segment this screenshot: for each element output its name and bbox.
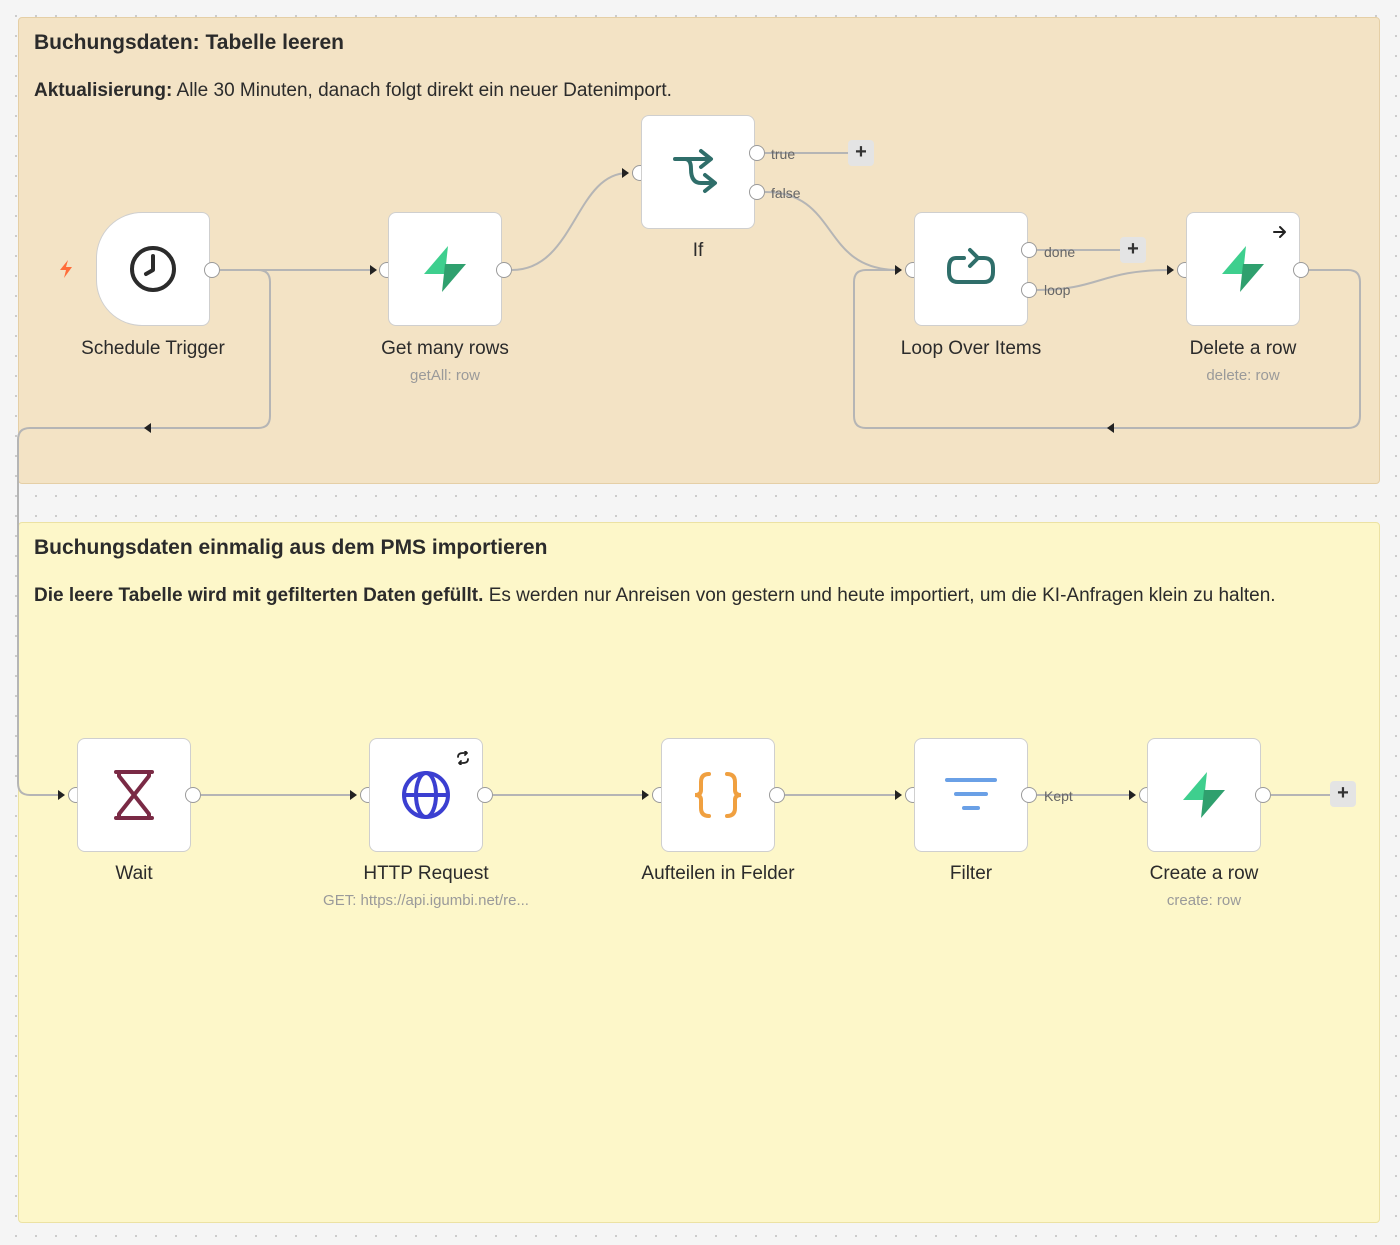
sticky-desc-text: Alle 30 Minuten, danach folgt direkt ein… <box>172 80 672 101</box>
node-wait[interactable] <box>77 738 191 852</box>
input-arrow <box>895 265 902 275</box>
node-label: If <box>692 240 704 261</box>
add-node-button[interactable]: + <box>1330 781 1356 807</box>
output-handle[interactable] <box>1293 262 1309 278</box>
sticky-description: Aktualisierung: Alle 30 Minuten, danach … <box>34 80 672 102</box>
node-delete-row[interactable] <box>1186 212 1300 326</box>
node-loop-over-items[interactable] <box>914 212 1028 326</box>
output-label-done: done <box>1044 244 1076 260</box>
output-handle[interactable] <box>769 787 785 803</box>
output-handle[interactable] <box>204 262 220 278</box>
output-label-false: false <box>771 185 801 201</box>
node-create-row[interactable] <box>1147 738 1261 852</box>
edge-if-false <box>764 191 899 271</box>
braces-icon <box>694 772 742 818</box>
output-handle[interactable] <box>477 787 493 803</box>
output-handle[interactable] <box>185 787 201 803</box>
node-label: HTTP Request <box>363 863 489 884</box>
filter-icon <box>945 778 997 810</box>
edge-direction-arrow <box>1107 423 1114 433</box>
input-arrow <box>642 790 649 800</box>
output-label-kept: Kept <box>1044 788 1073 804</box>
node-subtitle: getAll: row <box>409 367 481 384</box>
output-handle-loop[interactable] <box>1021 282 1037 298</box>
node-subtitle: GET: https://api.igumbi.net/re... <box>323 892 529 909</box>
edge-get-rows-if <box>511 172 629 271</box>
input-arrow <box>622 168 629 178</box>
sticky-note-clear-table[interactable]: Buchungsdaten: Tabelle leeren Aktualisie… <box>18 17 1380 484</box>
node-label: Create a row <box>1149 863 1259 884</box>
node-if[interactable] <box>641 115 755 229</box>
sticky-description: Die leere Tabelle wird mit gefilterten D… <box>34 585 1276 607</box>
globe-icon <box>402 771 450 819</box>
edge-loop-delete <box>1036 269 1171 291</box>
arrow-right-icon <box>1273 226 1286 238</box>
trigger-bolt-icon <box>60 260 72 278</box>
node-label: Loop Over Items <box>900 338 1042 359</box>
node-get-many-rows[interactable] <box>388 212 502 326</box>
input-arrow <box>1167 265 1174 275</box>
hourglass-icon <box>114 770 154 820</box>
node-subtitle: delete: row <box>1206 367 1280 384</box>
edge-direction-arrow <box>144 423 151 433</box>
node-label: Wait <box>115 863 153 884</box>
supabase-bolt-icon <box>1222 246 1264 292</box>
output-handle-done[interactable] <box>1021 242 1037 258</box>
output-handle[interactable] <box>496 262 512 278</box>
input-arrow <box>370 265 377 275</box>
supabase-bolt-icon <box>424 246 466 292</box>
output-handle-false[interactable] <box>749 184 765 200</box>
output-label-true: true <box>771 146 796 162</box>
input-arrow <box>895 790 902 800</box>
add-node-button[interactable]: + <box>1120 237 1146 263</box>
node-label: Filter <box>949 863 993 884</box>
branch-icon <box>673 149 717 193</box>
node-subtitle: create: row <box>1166 892 1242 909</box>
node-label: Delete a row <box>1189 338 1297 359</box>
output-handle-kept[interactable] <box>1021 787 1037 803</box>
sticky-desc-bold: Die leere Tabelle wird mit gefilterten D… <box>34 585 484 606</box>
node-split-fields[interactable] <box>661 738 775 852</box>
sticky-desc-text: Es werden nur Anreisen von gestern und h… <box>483 585 1276 606</box>
node-label: Get many rows <box>381 338 509 359</box>
input-arrow <box>58 790 65 800</box>
supabase-bolt-icon <box>1183 772 1225 818</box>
input-arrow <box>1129 790 1136 800</box>
sticky-desc-bold: Aktualisierung: <box>34 80 173 101</box>
output-handle[interactable] <box>1255 787 1271 803</box>
loop-icon <box>947 248 995 284</box>
node-schedule-trigger[interactable] <box>96 212 210 326</box>
node-label: Schedule Trigger <box>81 338 225 359</box>
sticky-note-import[interactable]: Buchungsdaten einmalig aus dem PMS impor… <box>18 522 1380 1223</box>
sticky-title: Buchungsdaten einmalig aus dem PMS impor… <box>34 536 548 559</box>
node-label: Aufteilen in Felder <box>641 863 795 884</box>
node-filter[interactable] <box>914 738 1028 852</box>
output-handle-true[interactable] <box>749 145 765 161</box>
input-arrow <box>350 790 357 800</box>
refresh-icon <box>457 751 469 765</box>
clock-icon <box>130 246 176 292</box>
sticky-title: Buchungsdaten: Tabelle leeren <box>34 31 345 54</box>
output-label-loop: loop <box>1044 282 1071 298</box>
node-http-request[interactable] <box>369 738 483 852</box>
add-node-button[interactable]: + <box>848 140 874 166</box>
